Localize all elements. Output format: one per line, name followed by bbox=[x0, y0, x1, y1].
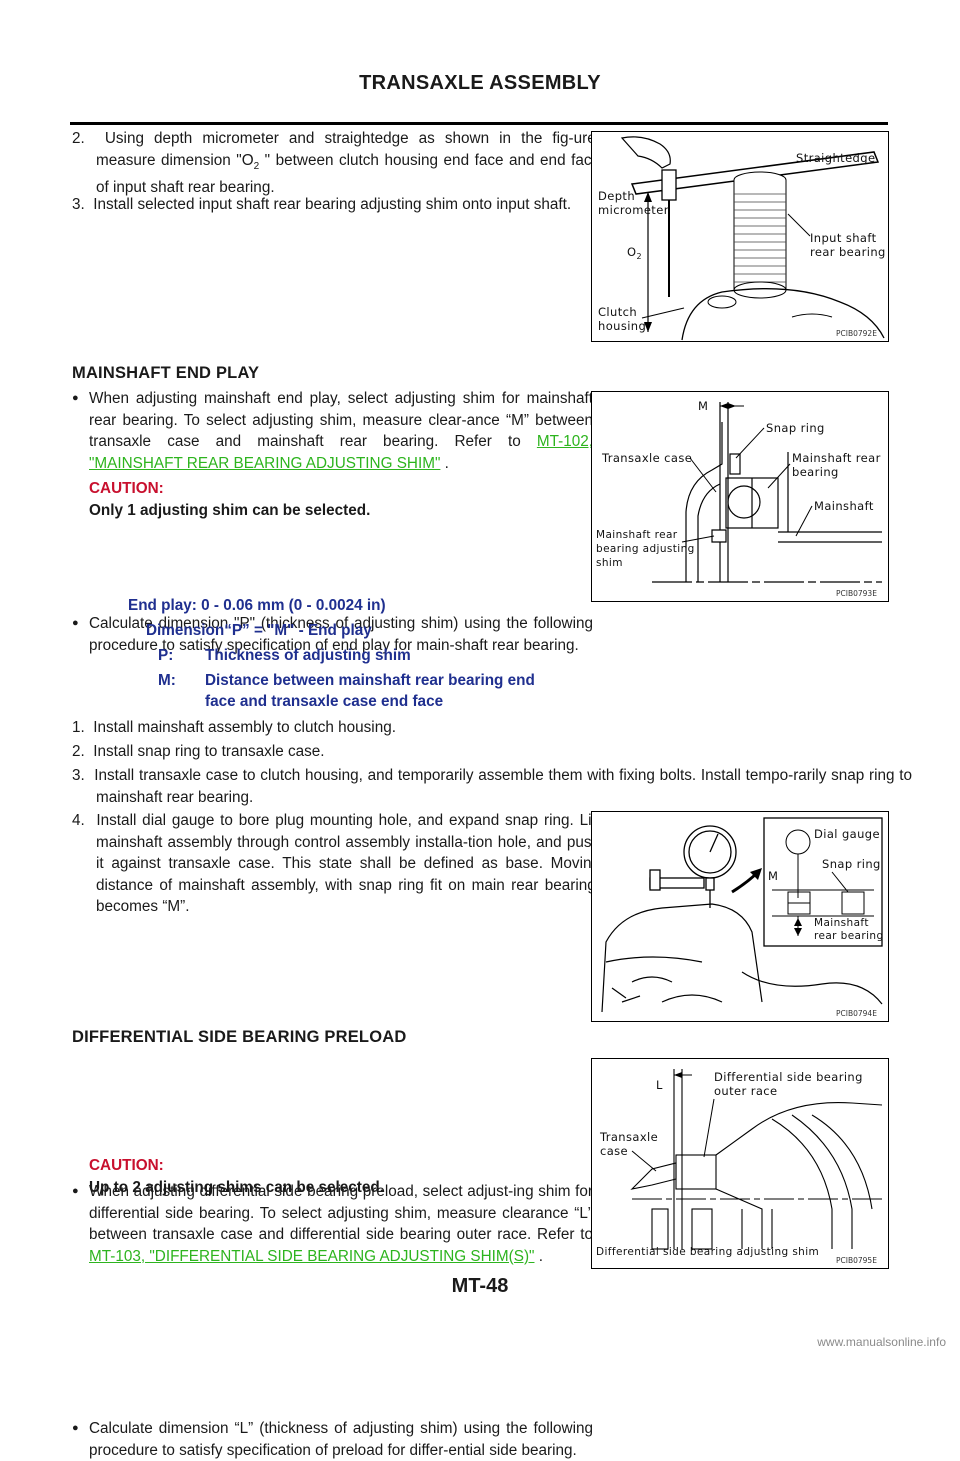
spec-m-value-1: Distance between mainshaft rear bearing … bbox=[205, 672, 535, 689]
bullet-icon: ● bbox=[72, 617, 79, 629]
bullet-differential-adjust: ●When adjusting differential side bearin… bbox=[72, 1183, 593, 1265]
bullet-calculate-l: ●Calculate dimension “L” (thickness of a… bbox=[72, 1420, 593, 1459]
label-snap-ring: Snap ring bbox=[766, 421, 825, 435]
label-outer-race: outer race bbox=[714, 1084, 777, 1098]
clutch-housing-illustration bbox=[681, 288, 885, 341]
step-4-dial-gauge: 4. Install dial gauge to bore plug mount… bbox=[72, 812, 600, 915]
label-m: M bbox=[768, 869, 778, 883]
label-snap-ring: Snap ring bbox=[822, 857, 881, 871]
bullet-icon: ● bbox=[72, 1185, 79, 1197]
figure-code: PCIB0795E bbox=[836, 1256, 877, 1265]
step-3-install-case: 3. Install transaxle case to clutch hous… bbox=[72, 767, 912, 806]
detail-inset bbox=[763, 817, 883, 947]
step-1-install-mainshaft: 1. Install mainshaft assembly to clutch … bbox=[72, 719, 396, 736]
heading-mainshaft-end-play: MAINSHAFT END PLAY bbox=[72, 364, 260, 382]
label-bearing: bearing bbox=[792, 465, 839, 479]
caution-label-2: CAUTION: bbox=[89, 1157, 164, 1174]
label-case: case bbox=[600, 1144, 628, 1158]
label-shim-1: Mainshaft rear bbox=[596, 529, 678, 541]
spec-p-key: P: bbox=[158, 647, 174, 664]
page-number: MT-48 bbox=[451, 1275, 509, 1297]
transaxle-case-illustration bbox=[601, 903, 883, 1013]
figure-mainshaft-clearance: M Snap ring Transaxle case Mainshaft rea… bbox=[591, 391, 889, 602]
bullet-mainshaft-adjust: ●When adjusting mainshaft end play, sele… bbox=[72, 390, 593, 472]
page-title: TRANSAXLE ASSEMBLY bbox=[359, 72, 601, 94]
label-shim-2: bearing adjusting bbox=[596, 543, 695, 555]
differential-section-illustration bbox=[630, 1069, 883, 1250]
label-o2: O2 bbox=[627, 245, 642, 261]
heading-differential-preload: DIFFERENTIAL SIDE BEARING PRELOAD bbox=[72, 1028, 407, 1046]
figure-code: PCIB0793E bbox=[836, 589, 877, 598]
hand-illustration bbox=[620, 136, 671, 169]
figure-code: PCIB0794E bbox=[836, 1009, 877, 1018]
label-rear-bearing: rear bearing bbox=[814, 930, 884, 942]
label-m: M bbox=[698, 399, 708, 413]
spec-m-value-2: face and transaxle case end face bbox=[205, 693, 444, 710]
dial-gauge-illustration bbox=[649, 825, 737, 908]
transaxle-case-section bbox=[652, 402, 882, 583]
spec-p-value: Thickness of adjusting shim bbox=[205, 647, 411, 664]
header-rule bbox=[70, 122, 888, 125]
label-adjusting-shim: Differential side bearing adjusting shim bbox=[596, 1246, 819, 1258]
figure-code: PCIB0792E bbox=[836, 329, 877, 338]
step-3-install-shim: 3. Install selected input shaft rear bea… bbox=[72, 196, 572, 213]
label-dial-gauge: Dial gauge bbox=[814, 827, 880, 841]
label-transaxle-case: Transaxle case bbox=[601, 451, 692, 465]
figure-differential-clearance: L Differential side bearing outer race T… bbox=[591, 1058, 889, 1269]
label-clutch: Clutch bbox=[598, 305, 637, 319]
label-rear-bearing: rear bearing bbox=[810, 245, 886, 259]
spec-end-play: End play: 0 - 0.06 mm (0 - 0.0024 in) bbox=[128, 597, 386, 614]
label-mainshaft-rear: Mainshaft rear bbox=[792, 451, 881, 465]
label-input-shaft: Input shaft bbox=[810, 231, 877, 245]
label-depth: Depth bbox=[598, 189, 635, 203]
bullet-icon: ● bbox=[72, 1422, 79, 1434]
gear-stack-illustration bbox=[733, 171, 787, 299]
label-straightedge: Straightedge bbox=[796, 151, 875, 165]
caution-text-2: Up to 2 adjusting shims can be selected. bbox=[89, 1179, 384, 1196]
figure-depth-micrometer: Straightedge Depth micrometer O2 Input s… bbox=[591, 131, 889, 342]
bullet-icon: ● bbox=[72, 392, 79, 404]
label-mainshaft: Mainshaft bbox=[814, 499, 874, 513]
label-transaxle: Transaxle bbox=[599, 1130, 658, 1144]
figure-dial-gauge: Dial gauge Snap ring M Mainshaft rear be… bbox=[591, 811, 889, 1022]
step-2-install-snap-ring: 2. Install snap ring to transaxle case. bbox=[72, 743, 325, 760]
label-shim-3: shim bbox=[596, 557, 623, 569]
label-diff-side-bearing: Differential side bearing bbox=[714, 1070, 863, 1084]
footer-watermark[interactable]: www.manualsonline.info bbox=[817, 1335, 946, 1349]
link-mt-102[interactable]: MT-102, "MAINSHAFT REAR BEARING ADJUSTIN… bbox=[89, 433, 593, 472]
spec-dimension-p: Dimension“P” = "M" - End play bbox=[146, 622, 372, 639]
label-mainshaft: Mainshaft bbox=[814, 917, 869, 929]
step-2-measure: 2. Using depth micrometer and straighted… bbox=[72, 130, 601, 197]
caution-text-1: Only 1 adjusting shim can be selected. bbox=[89, 502, 371, 519]
link-mt-103[interactable]: MT-103, "DIFFERENTIAL SIDE BEARING ADJUS… bbox=[89, 1247, 535, 1265]
caution-label-1: CAUTION: bbox=[89, 480, 164, 497]
bullet-calculate-p: ●Calculate dimension "P" (thickness of a… bbox=[72, 615, 593, 654]
spec-m-key: M: bbox=[158, 672, 176, 689]
label-housing: housing bbox=[598, 319, 646, 333]
label-micrometer: micrometer bbox=[598, 203, 669, 217]
label-l: L bbox=[656, 1078, 663, 1092]
